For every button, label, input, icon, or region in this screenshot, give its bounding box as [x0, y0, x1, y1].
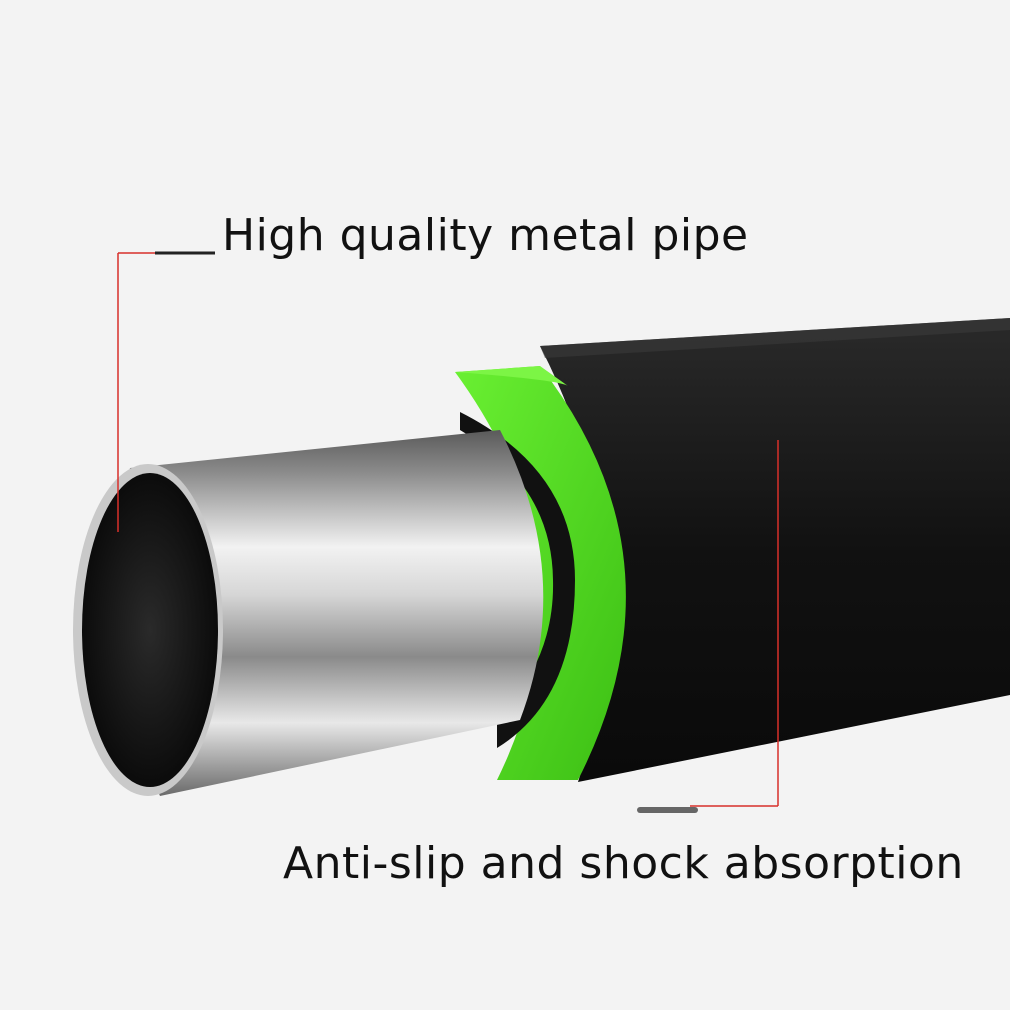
pipe-end — [73, 464, 223, 796]
metal-pipe-label: High quality metal pipe — [222, 210, 749, 261]
foam-grip — [540, 318, 1010, 782]
grip-label: Anti-slip and shock absorption — [283, 838, 964, 889]
leader-line-bottom — [637, 440, 779, 813]
metal-pipe — [115, 430, 544, 796]
leader-line-top — [117, 251, 215, 532]
